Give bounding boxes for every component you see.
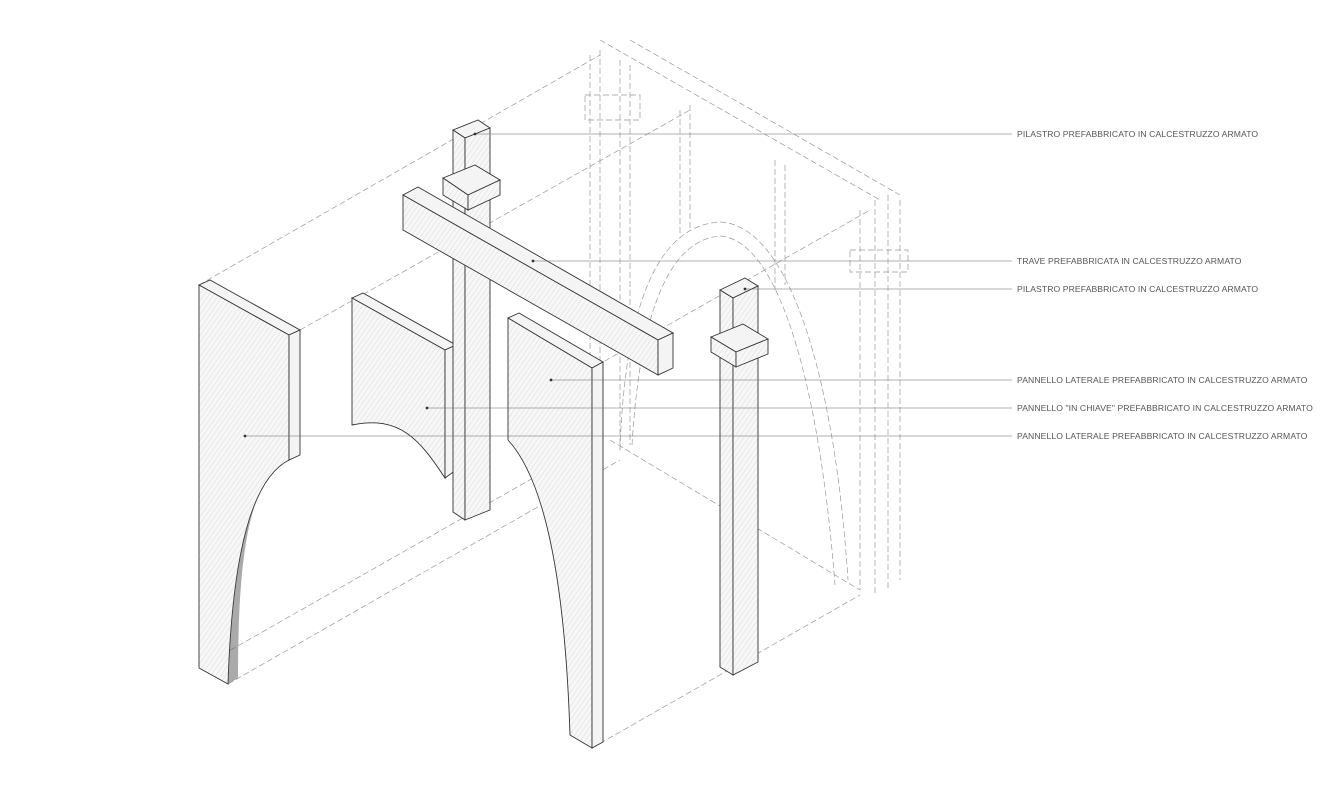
right-side-panel xyxy=(507,312,604,749)
keystone-panel xyxy=(351,292,457,480)
left-side-panel xyxy=(198,279,301,685)
label-right-side-panel: PANNELLO LATERALE PREFABBRICATO IN CALCE… xyxy=(1017,375,1308,385)
pillar-right xyxy=(709,277,770,676)
label-pillar-right: PILASTRO PREFABBRICATO IN CALCESTRUZZO A… xyxy=(1017,284,1259,294)
label-beam: TRAVE PREFABBRICATA IN CALCESTRUZZO ARMA… xyxy=(1017,256,1242,266)
label-pillar-top: PILASTRO PREFABBRICATO IN CALCESTRUZZO A… xyxy=(1017,129,1259,139)
leader-lines xyxy=(243,132,1012,438)
label-left-side-panel: PANNELLO LATERALE PREFABBRICATO IN CALCE… xyxy=(1017,431,1308,441)
beam xyxy=(402,186,674,376)
label-keystone-panel: PANNELLO "IN CHIAVE" PREFABBRICATO IN CA… xyxy=(1017,403,1313,413)
